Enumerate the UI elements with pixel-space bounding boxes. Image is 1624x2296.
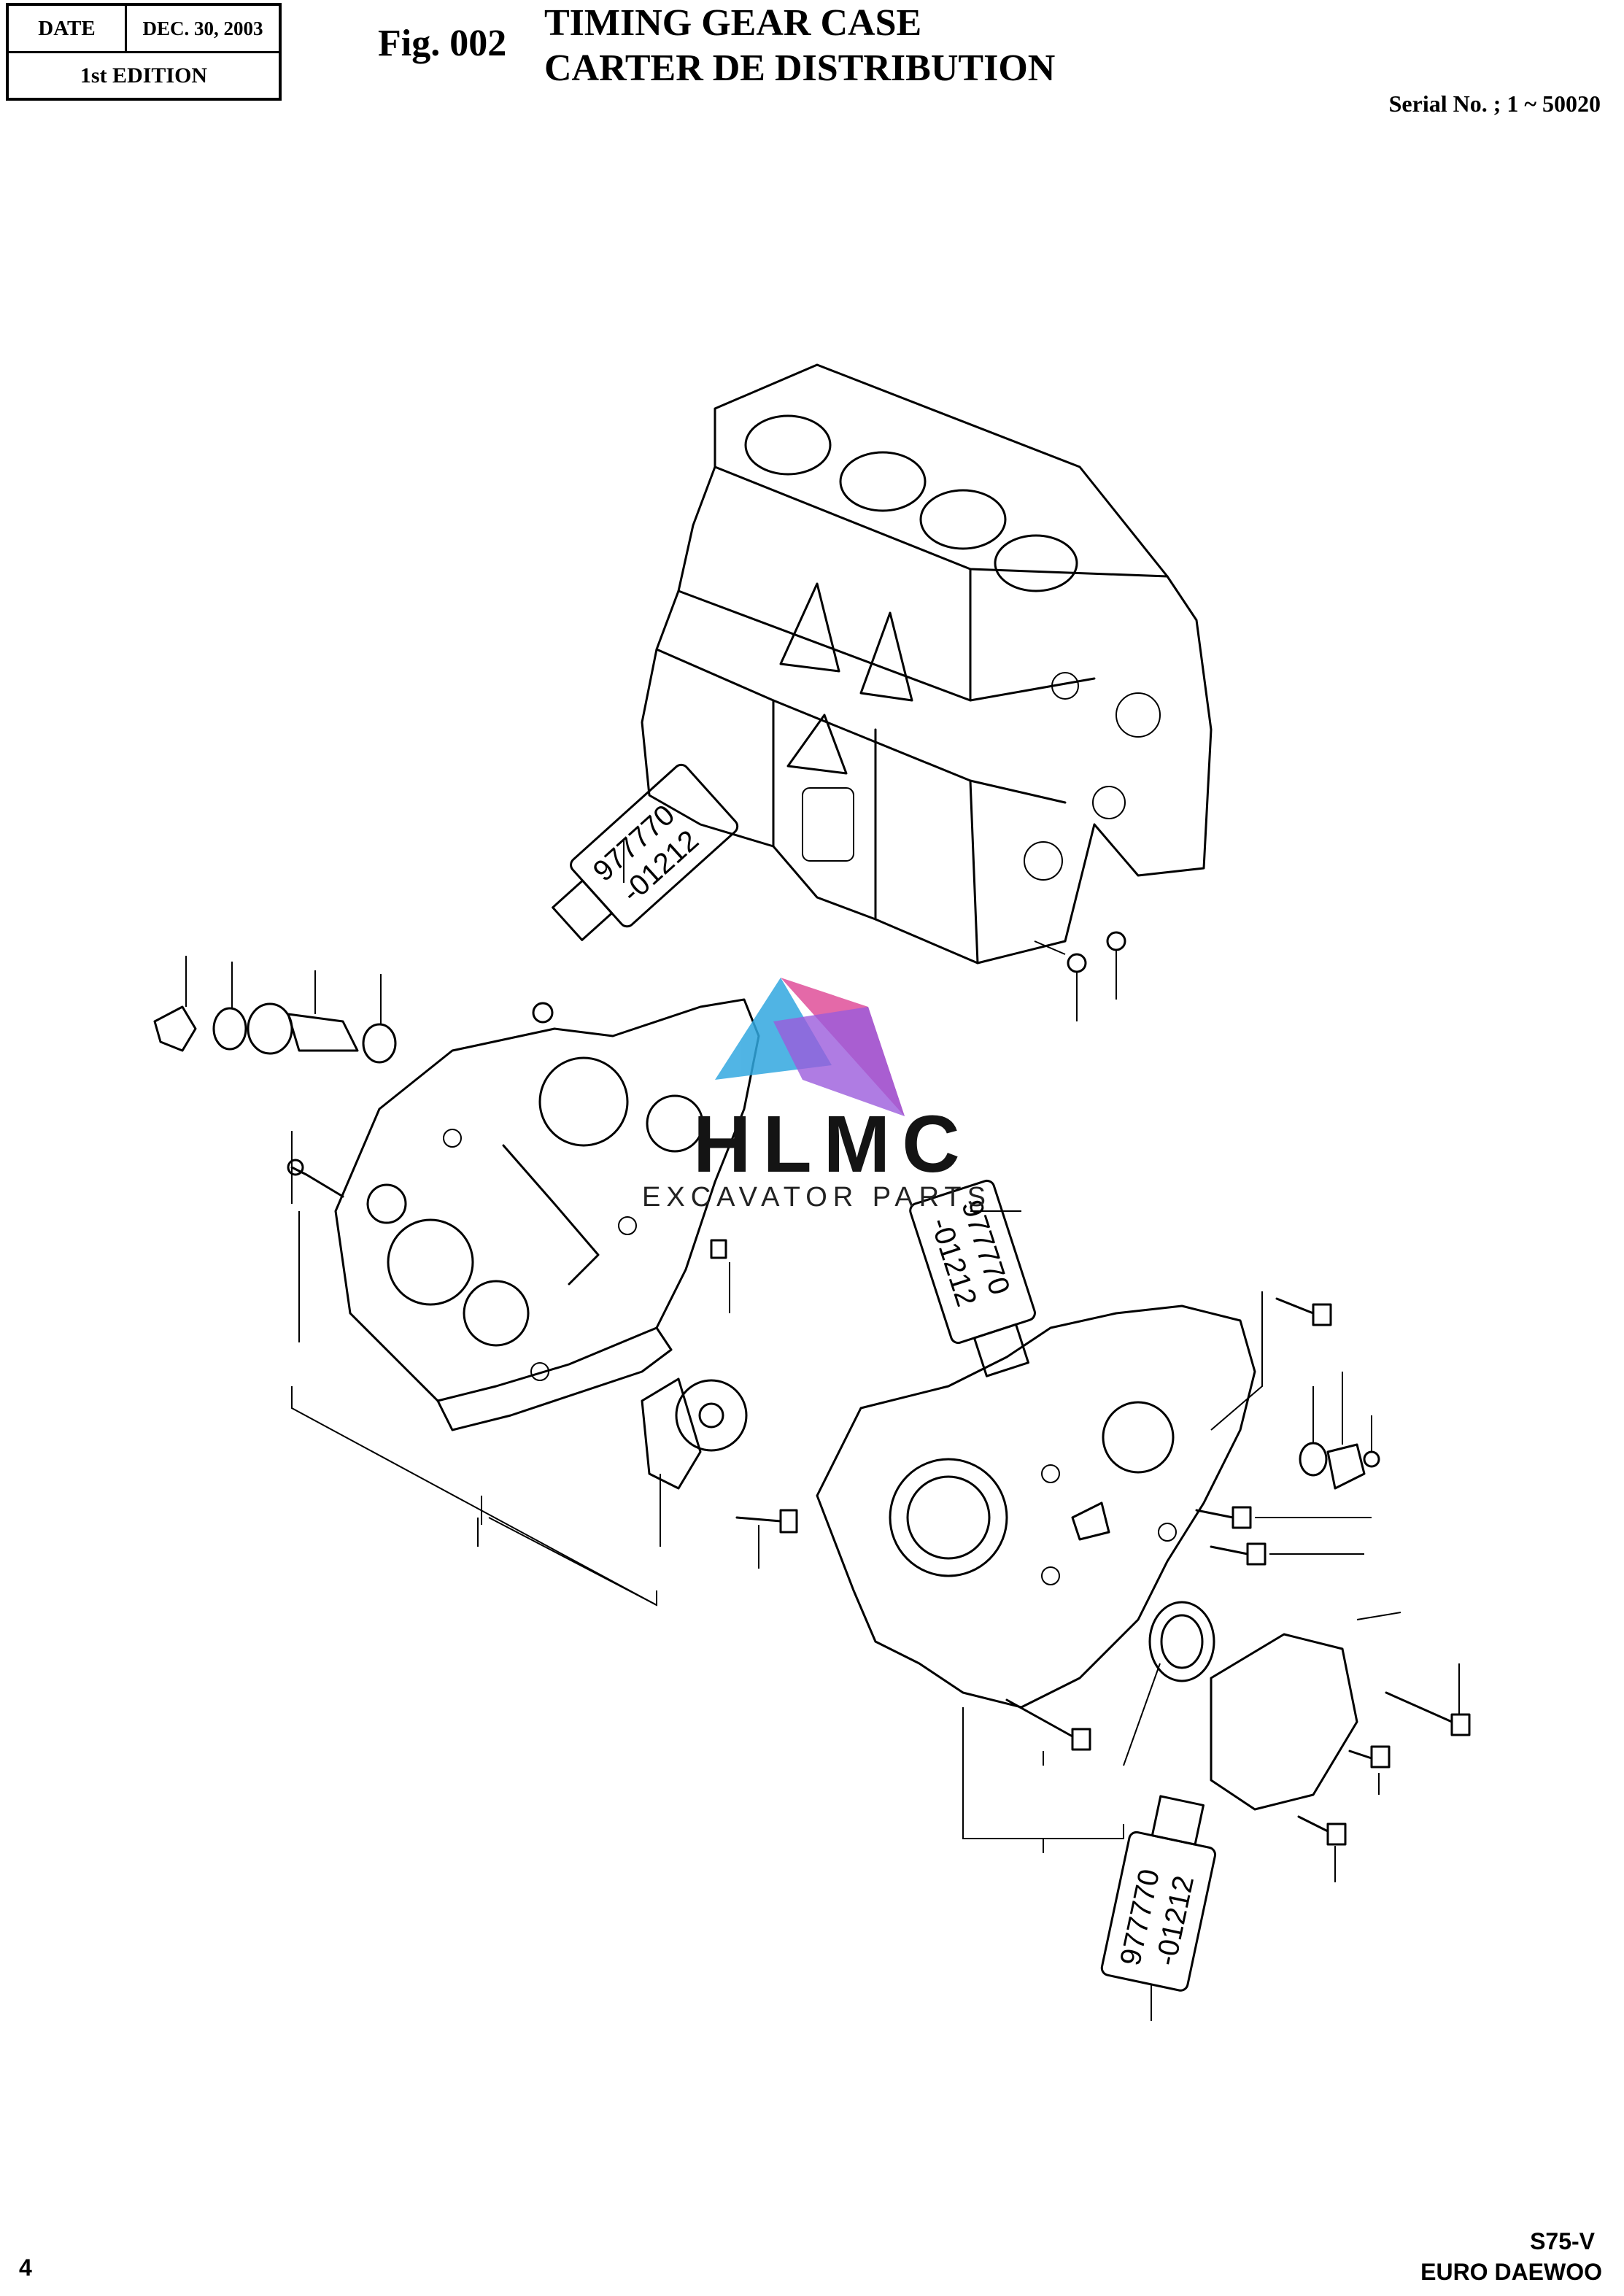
date-value: DEC. 30, 2003 — [142, 17, 263, 39]
title-english: TIMING GEAR CASE — [544, 2, 922, 44]
bolt — [1210, 1542, 1364, 1566]
bolt — [1195, 1506, 1372, 1529]
nut — [287, 1159, 304, 1176]
o-ring — [1067, 953, 1087, 973]
date-edition-box: DATE DEC. 30, 2003 1st EDITION — [6, 3, 282, 101]
dowel-pin — [710, 1239, 727, 1259]
cylinder-block — [641, 363, 1213, 965]
watermark-brand: HLMC — [693, 1099, 972, 1189]
timing-gear-case — [334, 998, 760, 1431]
watermark-logo-icon — [715, 978, 905, 1116]
o-ring — [1299, 1442, 1328, 1477]
bolt — [1297, 1815, 1347, 1882]
date-label: DATE — [9, 6, 127, 51]
page-number: 4 — [19, 2254, 32, 2281]
sealant-tube: 977770 -01212 — [1100, 1795, 1217, 1992]
oil-pump — [641, 1377, 798, 1569]
serial-range: Serial No. ; 1 ~ 50020 — [1388, 90, 1601, 117]
stud-bolt — [290, 1166, 344, 1198]
cover-plate — [1210, 1633, 1358, 1811]
edition-label: 1st EDITION — [80, 63, 208, 88]
model-name: S75-V — [1530, 2228, 1595, 2254]
o-ring — [532, 1002, 554, 1024]
oil-filler-parts — [153, 956, 397, 1064]
bolt — [1005, 1698, 1091, 1766]
bolt — [735, 1516, 782, 1523]
brand-name: EURO DAEWOO — [1420, 2259, 1602, 2285]
o-ring — [1106, 931, 1126, 951]
date-row: DATE DEC. 30, 2003 — [9, 6, 279, 53]
timing-gear-cover — [816, 1304, 1256, 1709]
cover — [1326, 1443, 1366, 1490]
watermark-subtitle: EXCAVATOR PARTS — [642, 1182, 991, 1213]
bolt-head — [1363, 1450, 1380, 1468]
figure-number: Fig. 002 — [378, 23, 507, 64]
bolt — [1210, 1291, 1332, 1431]
title-french: CARTER DE DISTRIBUTION — [544, 47, 1056, 89]
sealant-tube: 977770 -01212 — [552, 763, 739, 941]
bolt — [1348, 1745, 1391, 1795]
bolt — [1385, 1663, 1471, 1736]
front-oil-seal — [1148, 1601, 1215, 1682]
oil-seal — [366, 1183, 407, 1224]
